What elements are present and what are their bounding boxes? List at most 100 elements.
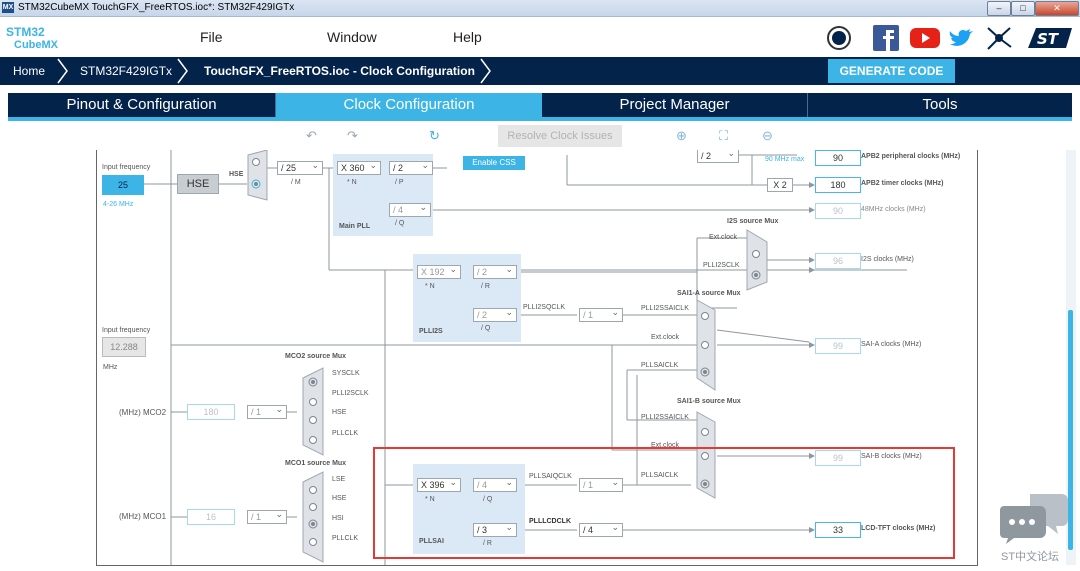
main-pll-label: Main PLL [339,223,371,230]
network-icon[interactable] [985,25,1013,51]
saib-ext-clock: Ext.clock [651,442,680,449]
logo-line1: STM32 [6,25,45,39]
mco2-sysclk: SYSCLK [332,370,360,377]
clock-tree-canvas: Input frequency 25 4-26 MHz HSE HSE / 25… [96,150,978,566]
plli2s-q-postdivider[interactable]: / 1 [579,306,623,322]
watermark-text: ST中文论坛 [1001,551,1060,563]
apb2-prescaler[interactable]: / 2 [697,150,739,163]
main-pllq-label: / Q [395,220,405,227]
minimize-button[interactable]: – [987,1,1011,16]
main-pllp-label: / P [395,179,404,186]
maximize-button[interactable]: □ [1011,1,1035,16]
mco1-divider[interactable]: / 1 [247,508,287,524]
st-logo-icon: ST [1028,28,1072,48]
pllsai-n-label: * N [425,496,435,503]
i2s-clock-value[interactable]: 96 [815,253,861,269]
anniversary-icon[interactable] [826,25,852,51]
app-icon: MX [2,2,14,13]
apb2-peripheral-clock-value[interactable]: 90 [815,150,861,166]
external-input-unit: MHz [103,364,118,371]
hse-range: 4-26 MHz [103,201,134,208]
twitter-icon[interactable] [948,26,974,50]
plli2s-label: PLLI2S [419,328,443,335]
saia-clock-label: SAI-A clocks (MHz) [861,341,922,348]
lcd-divider[interactable]: / 4 [579,521,623,537]
zoom-in-icon[interactable]: ⊕ [676,128,687,143]
apb2-timer-clock-value[interactable]: 180 [815,177,861,193]
main-plln-label: * N [347,179,357,186]
saia-pllsaiclk: PLLSAICLK [641,362,679,369]
close-button[interactable]: ✕ [1035,1,1079,16]
clock-48mhz-value[interactable]: 90 [815,203,861,219]
tab-separator [275,93,276,117]
pllsai-q-divider[interactable]: / 4 [473,476,517,492]
i2s-ext-clock: Ext.clock [709,234,738,241]
chat-bubble-icon [1000,494,1068,544]
menu-help[interactable]: Help [453,29,482,45]
main-tabs: Pinout & Configuration Clock Configurati… [8,93,1072,121]
undo-icon[interactable]: ↶ [306,128,317,143]
plli2sqclk-label: PLLI2SQCLK [523,304,566,311]
generate-code-button[interactable]: GENERATE CODE [828,59,955,83]
fit-to-screen-icon[interactable]: ⛶ [719,128,729,143]
mco2-pllclk: PLLCLK [332,430,359,437]
i2s-plli2sclk: PLLI2SCLK [703,262,740,269]
external-input-frequency[interactable]: 12.288 [102,337,146,357]
tab-project-manager[interactable]: Project Manager [619,96,730,113]
stm32cubemx-logo: STM32 CubeMX [6,23,58,57]
plli2s-n-multiplier[interactable]: X 192 [417,263,461,279]
resolve-clock-issues-button[interactable]: Resolve Clock Issues [498,125,622,147]
mco2-clock-value[interactable]: 180 [187,404,235,420]
facebook-icon[interactable] [873,25,899,51]
hse-oscillator-block[interactable]: HSE [177,174,219,194]
saib-plli2ssaiclk: PLLI2SSAICLK [641,414,689,421]
breadcrumb-current[interactable]: TouchGFX_FreeRTOS.ioc - Clock Configurat… [204,64,475,78]
apb2-max-note: 90 MHz max [765,156,805,163]
enable-css-button[interactable]: Enable CSS [463,156,525,170]
main-pllq-divider[interactable]: / 4 [389,201,431,217]
zoom-out-icon[interactable]: ⊖ [762,128,773,143]
pllm-label: / M [291,179,301,186]
pllm-divider[interactable]: / 25 [277,159,323,175]
hse-input-frequency[interactable]: 25 [102,175,144,195]
apb2-peripheral-clock-label: APB2 peripheral clocks (MHz) [861,153,961,160]
lcd-tft-clock-value[interactable]: 33 [815,522,861,538]
redo-icon[interactable]: ↷ [347,128,358,143]
main-pllp-divider[interactable]: / 2 [389,159,433,175]
clock-wires [131,150,955,565]
tab-clock-configuration[interactable]: Clock Configuration [276,93,542,117]
input-frequency-2-label: Input frequency [102,327,151,334]
saib-pllsaiclk: PLLSAICLK [641,472,679,479]
plli2s-q-divider[interactable]: / 2 [473,306,517,322]
plli2s-r-divider[interactable]: / 2 [473,263,517,279]
saib-clock-value[interactable]: 99 [815,450,861,466]
saia-clock-value[interactable]: 99 [815,338,861,354]
breadcrumb-chevron-icon [480,58,491,84]
mco1-clock-value[interactable]: 16 [187,509,235,525]
highlight-rectangle [373,447,955,559]
tab-tools[interactable]: Tools [922,96,958,113]
vertical-scrollbar-thumb[interactable] [1068,310,1073,550]
refresh-icon[interactable]: ↻ [429,128,440,143]
window-title: STM32CubeMX TouchGFX_FreeRTOS.ioc*: STM3… [18,2,295,13]
i2s-mux-title: I2S source Mux [727,218,779,225]
main-plln-multiplier[interactable]: X 360 [337,159,381,175]
menu-window[interactable]: Window [327,29,377,45]
saia-mux-title: SAI1-A source Mux [677,290,741,297]
pllsai-q-postdivider[interactable]: / 1 [579,476,623,492]
menu-file[interactable]: File [200,29,223,45]
i2s-clock-label: I2S clocks (MHz) [861,256,914,263]
mco2-label: (MHz) MCO2 [119,408,167,417]
plllcdclk-label: PLLLCDCLK [529,518,571,525]
breadcrumb-home[interactable]: Home [13,64,46,78]
pllsai-n-multiplier[interactable]: X 396 [417,476,461,492]
mco2-plli2sclk: PLLI2SCLK [332,390,369,397]
youtube-icon[interactable] [910,26,940,50]
breadcrumb-mcu[interactable]: STM32F429IGTx [80,64,173,78]
pllsai-r-divider[interactable]: / 3 [473,521,517,537]
pllsai-r-label: / R [483,540,492,547]
tab-pinout[interactable]: Pinout & Configuration [66,96,217,113]
mco2-divider[interactable]: / 1 [247,403,287,419]
mco1-hse: HSE [332,495,347,502]
window-title-bar: MX STM32CubeMX TouchGFX_FreeRTOS.ioc*: S… [0,0,1080,17]
